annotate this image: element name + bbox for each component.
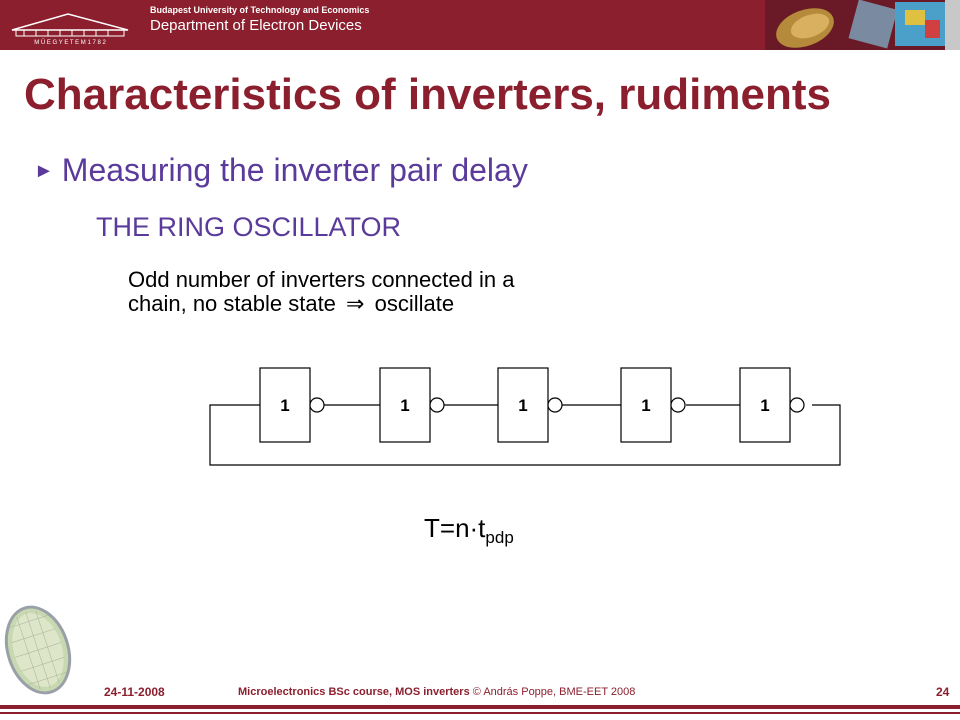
department-name: Department of Electron Devices xyxy=(150,17,362,34)
bullet-item: ► Measuring the inverter pair delay xyxy=(34,152,528,189)
inverter-label-1: 1 xyxy=(280,396,289,415)
ring-oscillator-diagram: 1 1 1 1 1 xyxy=(209,367,841,466)
inverter-bubble-1 xyxy=(309,397,325,413)
wafer-image xyxy=(4,605,72,695)
bullet-text: Measuring the inverter pair delay xyxy=(61,152,528,188)
description-line-1: Odd number of inverters connected in a xyxy=(128,267,515,292)
implies-arrow-icon: ⇒ xyxy=(346,291,365,316)
inverter-label-4: 1 xyxy=(641,396,650,415)
subheading: THE RING OSCILLATOR xyxy=(96,212,402,242)
inverter-bubble-3 xyxy=(547,397,563,413)
inverter-label-3: 1 xyxy=(518,396,527,415)
inverter-bubble-5 xyxy=(789,397,805,413)
footer-divider-thin xyxy=(0,712,960,714)
inverter-box-5 xyxy=(739,367,791,443)
description-line-2-end: oscillate xyxy=(374,291,455,316)
footer-course-title: Microelectronics BSc course, MOS inverte… xyxy=(238,686,470,698)
formula-main: T=n·t xyxy=(424,513,486,543)
inverter-bubble-2 xyxy=(429,397,445,413)
formula-subscript: pdp xyxy=(485,528,514,548)
header-bar: M Ű E G Y E T E M 1 7 8 2 Budapest Unive… xyxy=(0,0,960,50)
footer-divider xyxy=(0,705,960,709)
footer-course: Microelectronics BSc course, MOS inverte… xyxy=(238,686,635,698)
inverter-box-3 xyxy=(497,367,549,443)
inverter-label-5: 1 xyxy=(760,396,769,415)
period-formula: T=n·tpdp xyxy=(424,513,514,548)
inverter-box-1 xyxy=(259,367,311,443)
footer-date: 24-11-2008 xyxy=(104,685,165,699)
logo-text: M Ű E G Y E T E M 1 7 8 2 xyxy=(34,39,106,46)
description-line-2: chain, no stable state ⇒ oscillate xyxy=(128,292,514,316)
description-line-2-start: chain, no stable state xyxy=(128,291,336,316)
slide-title: Characteristics of inverters, rudiments xyxy=(24,70,831,119)
inverter-box-2 xyxy=(379,367,431,443)
description: Odd number of inverters connected in a c… xyxy=(128,268,514,316)
inverter-bubble-4 xyxy=(670,397,686,413)
university-name: Budapest University of Technology and Ec… xyxy=(150,5,370,15)
page-number: 24 xyxy=(936,685,950,699)
inverter-label-2: 1 xyxy=(400,396,409,415)
university-logo: M Ű E G Y E T E M 1 7 8 2 xyxy=(8,6,132,46)
header-wafer-images xyxy=(765,0,960,50)
feedback-wire xyxy=(209,404,841,466)
bullet-arrow-icon: ► xyxy=(34,160,54,182)
footer-copyright: © András Poppe, BME-EET 2008 xyxy=(472,686,636,698)
